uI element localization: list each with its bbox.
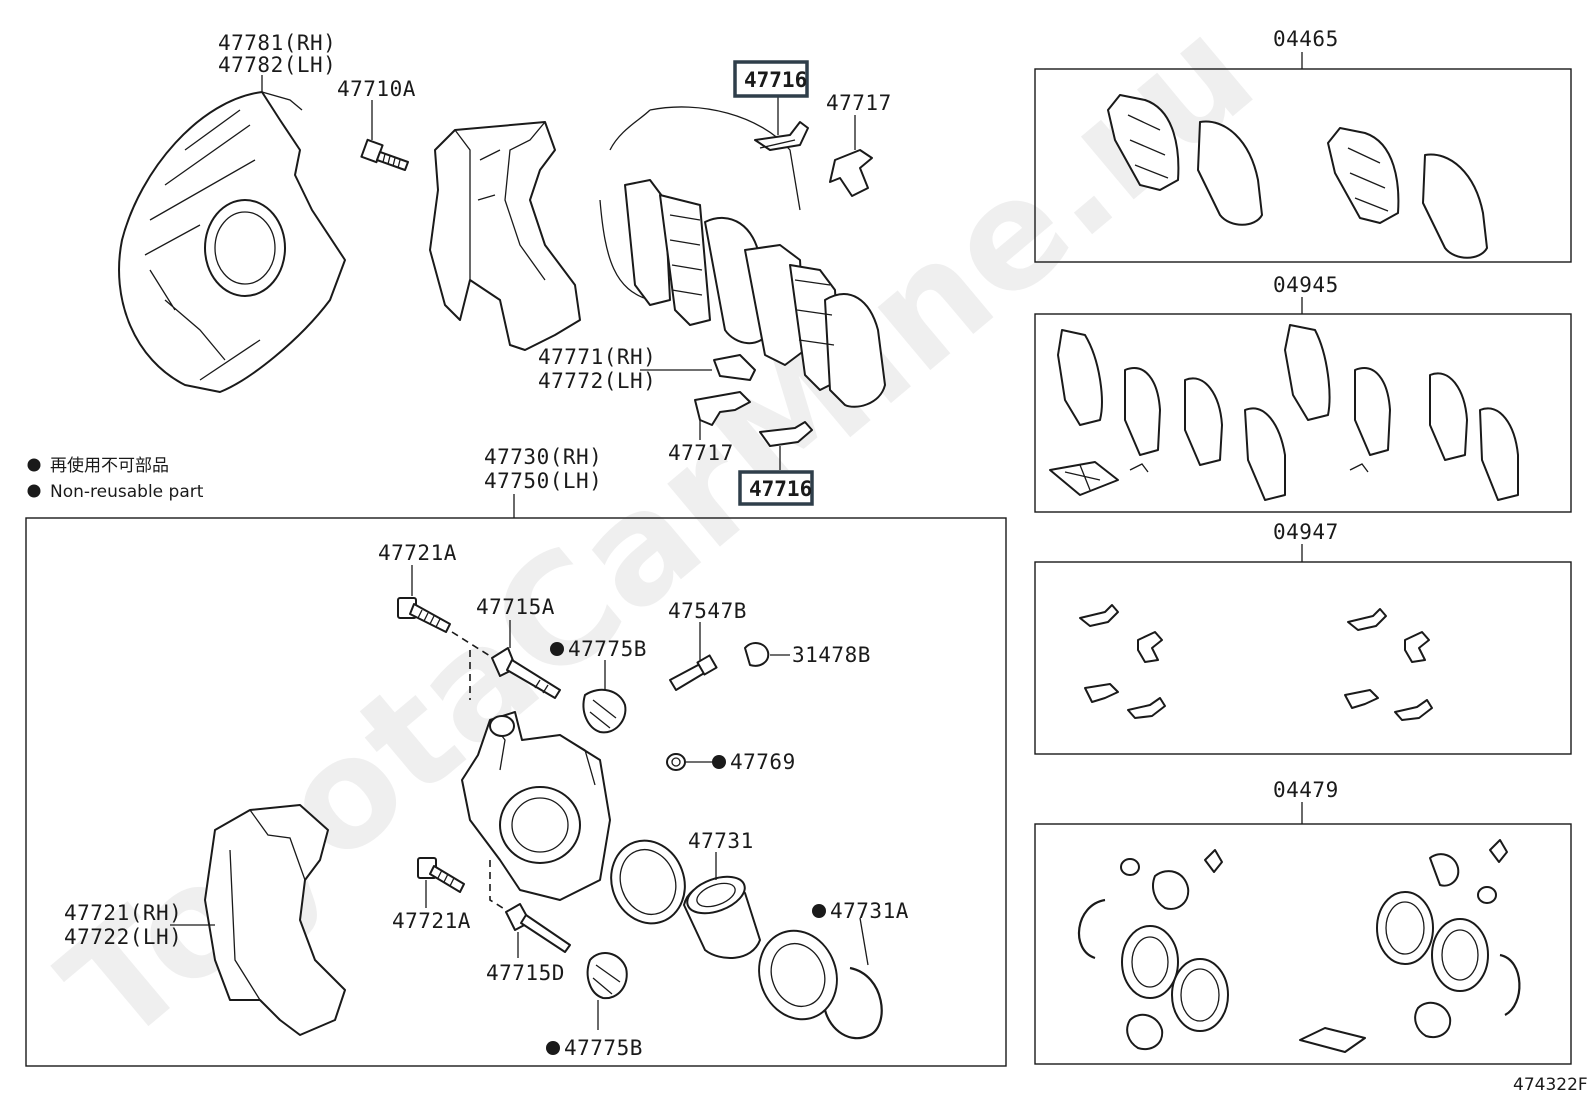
clip-47716-top-drawing [754, 121, 809, 151]
bolt-47710a-drawing [360, 138, 409, 171]
kit-04465-pads-drawing [1107, 94, 1488, 259]
caliper-assy-lh-label[interactable]: 47750(LH) [484, 469, 602, 493]
shim-drawing [713, 354, 756, 381]
kit-04947-code[interactable]: 04947 [1273, 520, 1339, 544]
mounting-lh-label[interactable]: 47722(LH) [64, 925, 182, 949]
boot-47775b-upper-drawing [582, 688, 627, 734]
snap-ring-47731a-dot [812, 904, 826, 918]
pin-47715d-label[interactable]: 47715D [486, 961, 565, 985]
kit-04945-box [1034, 313, 1572, 513]
pin-47715d-drawing [505, 903, 571, 953]
piston-47731-label[interactable]: 47731 [688, 829, 754, 853]
kit-04465-code[interactable]: 04465 [1273, 27, 1339, 51]
bush-47769-drawing [666, 753, 686, 771]
clip-47716-bottom-label[interactable]: 47716 [749, 477, 812, 501]
snap-ring-47731a-label[interactable]: 47731A [830, 899, 909, 923]
kit-04947-box [1034, 561, 1572, 755]
bleeder-47547b-label[interactable]: 47547B [668, 599, 747, 623]
legend-dot-en [27, 484, 41, 498]
kit-04947-clips-drawing [1079, 604, 1433, 721]
shield-lh-label[interactable]: 47782(LH) [218, 53, 336, 77]
caliper-mounting-drawing [429, 121, 581, 351]
piston-boot-drawing [758, 929, 838, 1021]
boot-47775b-lower-dot [546, 1041, 560, 1055]
cap-31478b-drawing [744, 642, 770, 667]
caliper-assembly-box [25, 517, 1007, 1067]
kit-04945-code[interactable]: 04945 [1273, 273, 1339, 297]
legend-dot-jp [27, 458, 41, 472]
kit-04479-code[interactable]: 04479 [1273, 778, 1339, 802]
spring-47717-bottom-drawing [694, 391, 751, 426]
boot-47775b-lower-drawing [586, 952, 628, 1000]
bleeder-47547b-drawing [669, 654, 718, 691]
bolt-47710a-label[interactable]: 47710A [337, 77, 416, 101]
spring-47717-top-label[interactable]: 47717 [826, 91, 892, 115]
boot-47775b-upper-label[interactable]: 47775B [568, 637, 647, 661]
spring-47717-bottom-label[interactable]: 47717 [668, 441, 734, 465]
bolt-47721a-lower-label[interactable]: 47721A [392, 909, 471, 933]
bolt-47721a-upper-drawing [397, 597, 451, 633]
snap-ring-47731a-drawing [823, 966, 883, 1040]
bolt-47721a-upper-label[interactable]: 47721A [378, 541, 457, 565]
kit-04945-pads-drawing [1049, 324, 1519, 501]
piston-seal-ring-drawing [610, 839, 686, 925]
drawing-code: 474322F [1513, 1075, 1588, 1095]
shield-rh-label[interactable]: 47781(RH) [218, 31, 336, 55]
legend-text-jp: 再使用不可部品 [50, 455, 169, 476]
piston-47731-drawing [683, 875, 761, 960]
shim-rh-label[interactable]: 47771(RH) [538, 345, 656, 369]
dust-shield-drawing [118, 91, 346, 393]
brake-pad-set-drawing [599, 106, 886, 408]
boot-47775b-upper-dot [550, 642, 564, 656]
clip-47716-top-highlight [733, 60, 809, 98]
spring-47717-top-drawing [829, 149, 873, 197]
caliper-mounting-lower-drawing [204, 804, 346, 1036]
clip-47716-bottom-drawing [759, 421, 813, 447]
pin-47715a-drawing [491, 647, 561, 699]
boot-47775b-lower-label[interactable]: 47775B [564, 1036, 643, 1060]
clip-47716-bottom-highlight [738, 470, 814, 506]
kit-04465-box [1034, 68, 1572, 263]
kit-04479-seals-drawing [1077, 839, 1521, 1053]
shim-lh-label[interactable]: 47772(LH) [538, 369, 656, 393]
bolt-47721a-lower-drawing [417, 857, 465, 893]
cap-31478b-label[interactable]: 31478B [792, 643, 871, 667]
bush-47769-label[interactable]: 47769 [730, 750, 796, 774]
caliper-body-drawing [461, 711, 611, 901]
bush-47769-dot [712, 755, 726, 769]
kit-04479-box [1034, 823, 1572, 1065]
pin-47715a-label[interactable]: 47715A [476, 595, 555, 619]
caliper-assy-rh-label[interactable]: 47730(RH) [484, 445, 602, 469]
clip-47716-top-label[interactable]: 47716 [744, 68, 807, 92]
legend-text-en: Non-reusable part [50, 482, 204, 502]
mounting-rh-label[interactable]: 47721(RH) [64, 901, 182, 925]
